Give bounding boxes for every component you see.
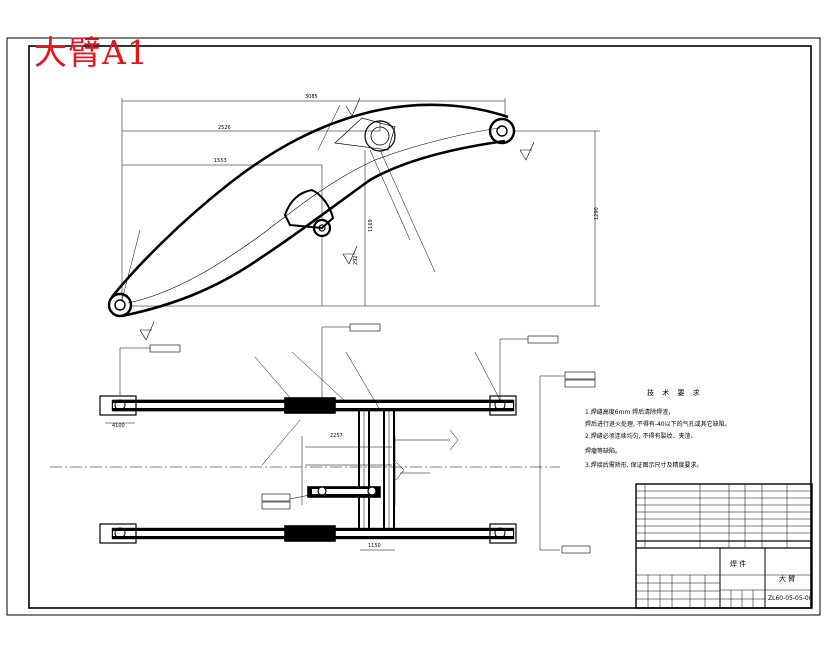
dim-upper-span: 2526: [218, 125, 231, 131]
dim-width-mid: 2257: [330, 433, 343, 439]
tech-requirement-line: 3.焊接后需矫形, 保证图示尺寸及精度要求。: [585, 462, 703, 469]
side-dimensions: [121, 98, 600, 307]
boom-foot-pin: [107, 292, 133, 318]
tech-requirement-line: 焊瘤等缺陷。: [585, 448, 622, 455]
dim-height-center: 1169: [368, 219, 374, 232]
boom-side-view: [107, 103, 516, 318]
bracket-plate: [283, 188, 335, 230]
inner-border: [28, 45, 812, 609]
boom-lower-edge: [121, 139, 506, 318]
tech-requirement-line: 2.焊缝必须连续均匀, 不得有裂纹、夹渣、: [585, 433, 697, 440]
dim-width-small: 1150: [368, 543, 381, 549]
drawing-title: 大臂A1: [34, 33, 149, 72]
dim-height-right: 1290: [594, 207, 600, 220]
title-block: [635, 483, 813, 609]
top-view-dimensions: [105, 326, 565, 551]
boom-upper-edge: [110, 103, 509, 298]
tech-requirement-line: 1.焊缝高度6mm 焊后清除焊渣，: [585, 409, 675, 416]
tech-requirements-heading: 技 术 要 求: [647, 389, 703, 397]
drawing-number: ZL60-05-05-00: [768, 595, 813, 602]
dim-mid-span: 1553: [214, 158, 227, 164]
tolerance-frames: [149, 323, 596, 554]
outer-border: [6, 37, 821, 616]
material-label: 焊 件: [730, 560, 747, 568]
part-name-label: 大 臂: [779, 575, 796, 583]
dim-small-height: 292: [353, 255, 359, 265]
tech-requirement-line: 焊后进行退火处理, 不得有-40以下的气孔或其它缺陷。: [585, 421, 731, 428]
boom-head-pin: [488, 117, 516, 145]
dim-width-bottom: 4100: [112, 423, 125, 429]
roughness-symbols: [139, 97, 535, 341]
dim-top-span: 3085: [305, 94, 318, 100]
boom-top-view: [50, 395, 560, 544]
